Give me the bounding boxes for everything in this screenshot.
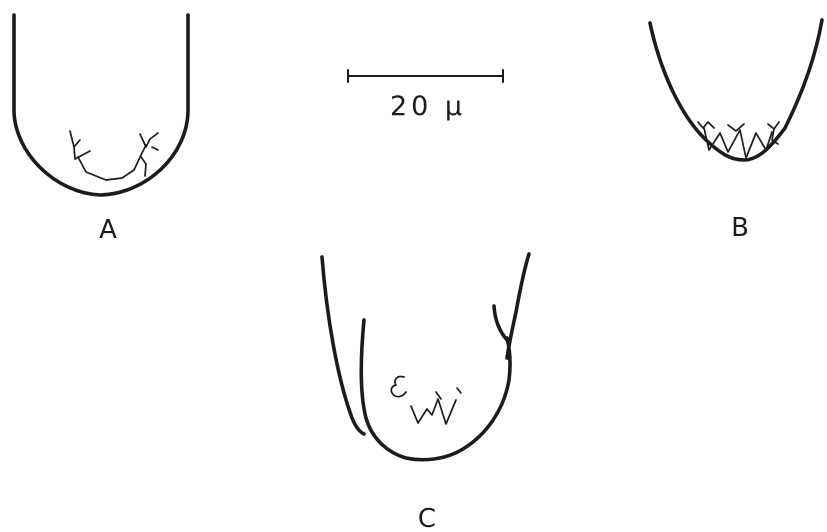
panel-a-label: A bbox=[99, 215, 117, 245]
panel-c-right-wall bbox=[505, 252, 531, 360]
panel-c-label: C bbox=[418, 504, 436, 532]
panel-c-outer-left-wall bbox=[320, 255, 366, 436]
panel-a-inner-marks bbox=[69, 130, 159, 181]
scale-bar-label: 20 μ bbox=[390, 91, 466, 122]
panel-b: B bbox=[648, 18, 824, 243]
panel-c-inner-marks bbox=[390, 375, 462, 425]
panel-b-outline bbox=[648, 18, 824, 162]
panel-b-inner-marks bbox=[697, 121, 780, 159]
panel-a: A bbox=[12, 13, 190, 245]
panel-c: C bbox=[320, 252, 531, 532]
panel-c-right-inner-fold bbox=[492, 304, 509, 342]
panel-a-outline bbox=[12, 13, 190, 197]
panel-c-inner-left-wall bbox=[359, 318, 512, 462]
scale-bar: 20 μ bbox=[347, 69, 504, 122]
panel-b-label: B bbox=[731, 213, 749, 243]
